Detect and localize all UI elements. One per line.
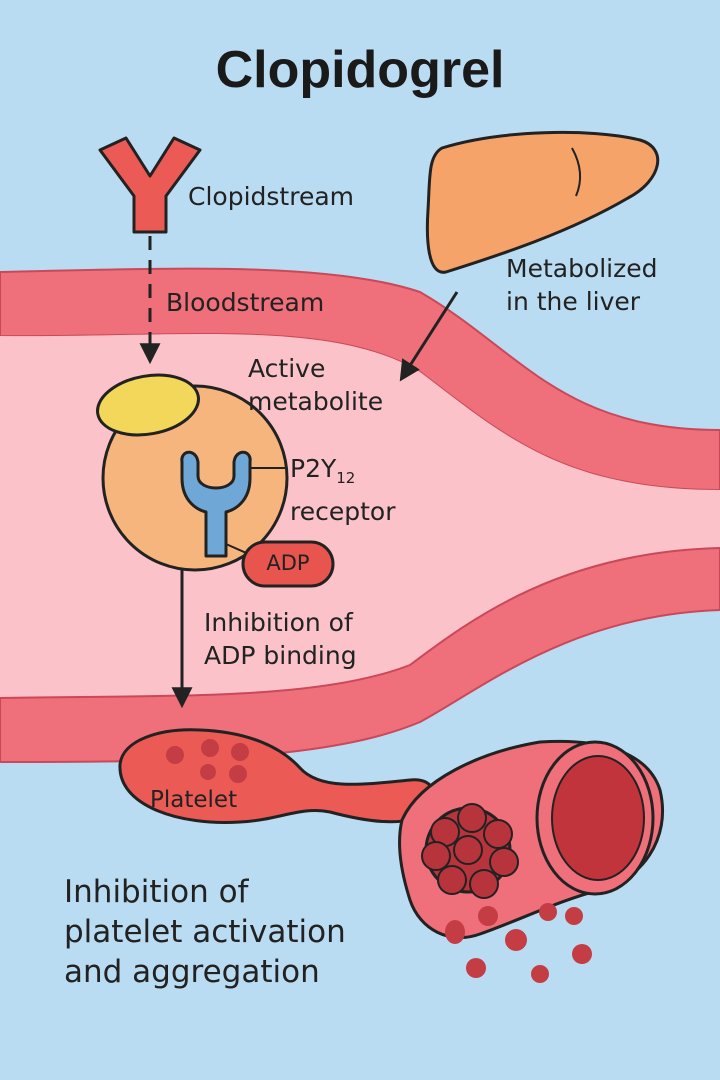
inhibition-line1: Inhibition of bbox=[204, 608, 353, 637]
platelet-granule bbox=[200, 764, 216, 780]
bloodstream-label: Bloodstream bbox=[166, 288, 325, 317]
vessel-lower-wall bbox=[0, 546, 720, 764]
liver-label: Metabolized in the liver bbox=[506, 252, 658, 318]
p2y12-receptor-icon bbox=[180, 450, 252, 558]
platelet-granule bbox=[201, 739, 219, 757]
drug-molecule-icon bbox=[98, 136, 202, 234]
receptor-name-line: P2Y12 bbox=[290, 452, 395, 495]
active-metabolite-shape bbox=[96, 373, 200, 437]
result-line1: Inhibition of bbox=[64, 874, 249, 910]
active-metabolite-label: Active metabolite bbox=[248, 352, 383, 418]
result-line3: and aggregation bbox=[64, 954, 320, 990]
blood-clot-icon bbox=[421, 803, 519, 899]
receptor-subscript: 12 bbox=[336, 469, 356, 487]
drug-label: Clopidstream bbox=[188, 182, 354, 211]
receptor-label: P2Y12 receptor bbox=[290, 452, 395, 528]
adp-label: ADP bbox=[266, 551, 310, 575]
platelet-granule bbox=[166, 746, 184, 764]
scattered-platelets bbox=[445, 903, 592, 983]
platelet-granule bbox=[231, 743, 249, 761]
liver-label-line2: in the liver bbox=[506, 287, 641, 316]
liver-icon bbox=[425, 130, 660, 274]
active-metabolite-line2: metabolite bbox=[248, 387, 384, 416]
liver-to-metabolite-arrow bbox=[399, 291, 459, 382]
liver-label-line1: Metabolized bbox=[506, 254, 658, 283]
liver-lobe-line bbox=[571, 147, 582, 197]
result-line2: platelet activation bbox=[64, 914, 346, 950]
receptor-name: P2Y bbox=[290, 454, 337, 483]
inhibition-label: Inhibition of ADP binding bbox=[204, 606, 357, 672]
result-label: Inhibition of platelet activation and ag… bbox=[64, 872, 346, 992]
receptor-word: receptor bbox=[290, 497, 396, 526]
adp-pill bbox=[241, 540, 335, 588]
clot-vessel-lumen bbox=[551, 755, 645, 881]
platelet-granule bbox=[229, 765, 247, 783]
platelet-label: Platelet bbox=[150, 787, 238, 813]
page-title: Clopidogrel bbox=[215, 41, 505, 99]
inhibition-line2: ADP binding bbox=[204, 641, 357, 670]
active-metabolite-line1: Active bbox=[248, 354, 326, 383]
